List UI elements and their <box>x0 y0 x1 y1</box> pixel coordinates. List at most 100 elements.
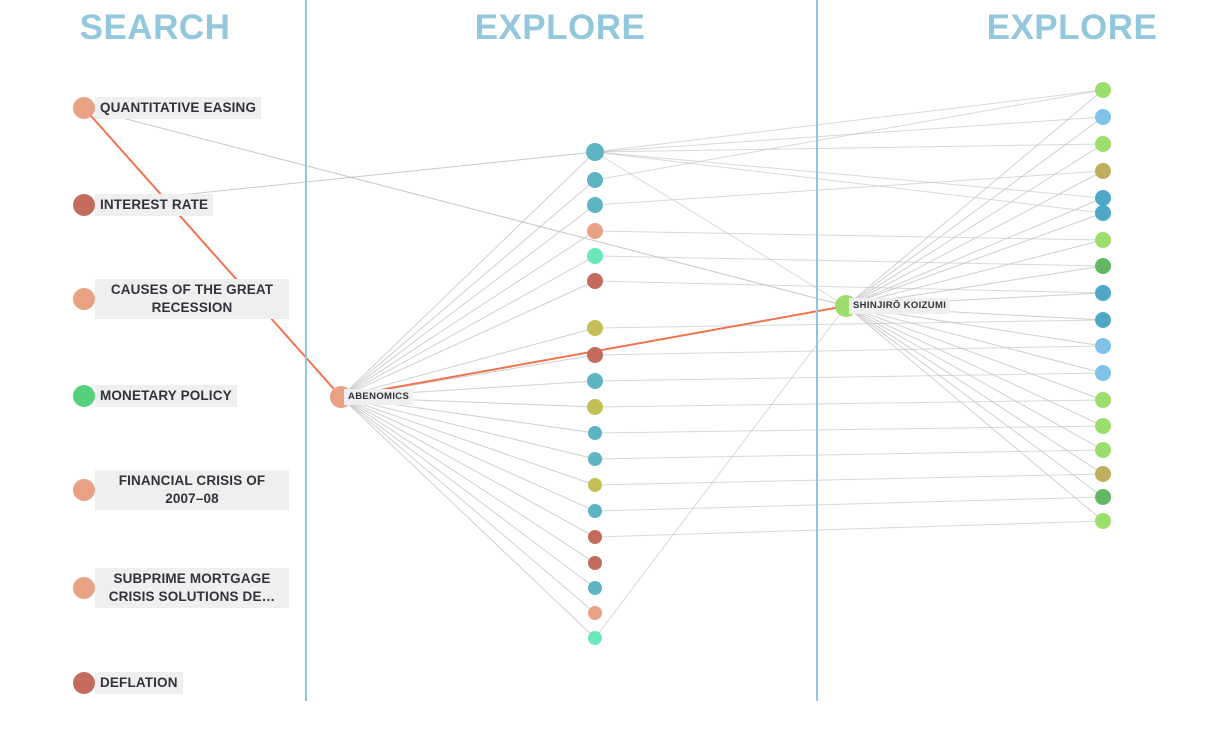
search-node[interactable]: INTEREST RATE <box>73 193 214 217</box>
explore-1-node[interactable] <box>588 581 602 595</box>
explore-1-node[interactable] <box>587 197 603 213</box>
node-dot[interactable] <box>73 385 95 407</box>
explore-2-node[interactable] <box>1095 190 1111 206</box>
node-dot[interactable] <box>587 320 603 336</box>
node-dot[interactable] <box>588 504 602 518</box>
explore-2-node[interactable] <box>1095 513 1111 529</box>
node-dot[interactable] <box>588 452 602 466</box>
explore-1-node[interactable] <box>587 273 603 289</box>
hub-node-label[interactable]: ABENOMICS <box>344 388 414 406</box>
search-node[interactable]: DEFLATION <box>73 671 183 695</box>
node-dot[interactable] <box>1095 163 1111 179</box>
node-dot[interactable] <box>588 426 602 440</box>
explore-2-node[interactable] <box>1095 338 1111 354</box>
node-dot[interactable] <box>1095 109 1111 125</box>
node-dot[interactable] <box>587 248 603 264</box>
search-node[interactable]: SUBPRIME MORTGAGE CRISIS SOLUTIONS DE… <box>73 567 289 609</box>
node-dot[interactable] <box>1095 338 1111 354</box>
node-dot[interactable] <box>73 479 95 501</box>
explore-1-node[interactable] <box>588 556 602 570</box>
explore-2-node[interactable] <box>1095 466 1111 482</box>
explore-1-node[interactable] <box>587 347 603 363</box>
node-dot[interactable] <box>587 172 603 188</box>
search-node[interactable]: QUANTITATIVE EASING <box>73 96 262 120</box>
node-dot[interactable] <box>587 197 603 213</box>
node-dot[interactable] <box>587 399 603 415</box>
search-node-label[interactable]: CAUSES OF THE GREAT RECESSION <box>95 278 289 320</box>
node-dot[interactable] <box>588 530 602 544</box>
explore-1-node[interactable] <box>587 248 603 264</box>
node-dot[interactable] <box>1095 190 1111 206</box>
node-dot[interactable] <box>587 347 603 363</box>
node-dot[interactable] <box>1095 232 1111 248</box>
search-node[interactable]: FINANCIAL CRISIS OF 2007–08 <box>73 469 289 511</box>
explore-2-node[interactable] <box>1095 285 1111 301</box>
explore-2-node[interactable] <box>1095 489 1111 505</box>
explore-1-node[interactable] <box>587 223 603 239</box>
explore-1-node[interactable] <box>587 172 603 188</box>
node-dot[interactable] <box>1095 392 1111 408</box>
explore-2-node[interactable] <box>1095 365 1111 381</box>
node-dot[interactable] <box>1095 513 1111 529</box>
explore-2-node[interactable] <box>1095 232 1111 248</box>
explore-2-node[interactable] <box>1095 205 1111 221</box>
node-dot[interactable] <box>73 577 95 599</box>
search-node-label[interactable]: SUBPRIME MORTGAGE CRISIS SOLUTIONS DE… <box>95 567 289 609</box>
explore-1-node[interactable] <box>588 504 602 518</box>
search-node-label[interactable]: INTEREST RATE <box>95 193 214 217</box>
explore-1-node[interactable] <box>587 399 603 415</box>
explore-2-node[interactable] <box>1095 136 1111 152</box>
node-dot[interactable] <box>73 97 95 119</box>
hub-node-abenomics[interactable]: ABENOMICS <box>330 386 414 408</box>
explore-1-node[interactable] <box>588 426 602 440</box>
explore-1-node[interactable] <box>586 143 604 161</box>
hub-node-koizumi[interactable]: SHINJIRŌ KOIZUMI <box>835 295 951 317</box>
explore-1-node[interactable] <box>588 452 602 466</box>
node-dot[interactable] <box>1095 136 1111 152</box>
explore-2-node[interactable] <box>1095 258 1111 274</box>
node-dot[interactable] <box>1095 285 1111 301</box>
node-dot[interactable] <box>587 273 603 289</box>
node-dot[interactable] <box>1095 205 1111 221</box>
column-header-explore-1: EXPLORE <box>474 8 646 47</box>
search-node[interactable]: MONETARY POLICY <box>73 384 237 408</box>
node-dot[interactable] <box>588 478 602 492</box>
explore-2-node[interactable] <box>1095 392 1111 408</box>
node-dot[interactable] <box>588 606 602 620</box>
node-dot[interactable] <box>1095 365 1111 381</box>
explore-1-node[interactable] <box>588 631 602 645</box>
explore-2-node[interactable] <box>1095 418 1111 434</box>
node-dot[interactable] <box>588 581 602 595</box>
node-dot[interactable] <box>588 631 602 645</box>
node-dot[interactable] <box>1095 418 1111 434</box>
hub-node-label[interactable]: SHINJIRŌ KOIZUMI <box>849 297 951 315</box>
node-dot[interactable] <box>1095 312 1111 328</box>
explore-1-node[interactable] <box>587 373 603 389</box>
node-dot[interactable] <box>1095 489 1111 505</box>
explore-2-node[interactable] <box>1095 163 1111 179</box>
node-dot[interactable] <box>1095 442 1111 458</box>
search-node-label[interactable]: DEFLATION <box>95 671 183 695</box>
explore-1-node[interactable] <box>588 478 602 492</box>
search-node-label[interactable]: MONETARY POLICY <box>95 384 237 408</box>
node-dot[interactable] <box>586 143 604 161</box>
node-dot[interactable] <box>587 223 603 239</box>
search-node-label[interactable]: FINANCIAL CRISIS OF 2007–08 <box>95 469 289 511</box>
explore-2-node[interactable] <box>1095 312 1111 328</box>
node-dot[interactable] <box>587 373 603 389</box>
node-dot[interactable] <box>1095 82 1111 98</box>
explore-1-node[interactable] <box>588 606 602 620</box>
node-dot[interactable] <box>73 288 95 310</box>
node-dot[interactable] <box>73 194 95 216</box>
search-node-label[interactable]: QUANTITATIVE EASING <box>95 96 262 120</box>
explore-2-node[interactable] <box>1095 109 1111 125</box>
explore-2-node[interactable] <box>1095 442 1111 458</box>
explore-1-node[interactable] <box>588 530 602 544</box>
search-node[interactable]: CAUSES OF THE GREAT RECESSION <box>73 278 289 320</box>
node-dot[interactable] <box>1095 258 1111 274</box>
node-dot[interactable] <box>1095 466 1111 482</box>
explore-2-node[interactable] <box>1095 82 1111 98</box>
node-dot[interactable] <box>73 672 95 694</box>
explore-1-node[interactable] <box>587 320 603 336</box>
node-dot[interactable] <box>588 556 602 570</box>
